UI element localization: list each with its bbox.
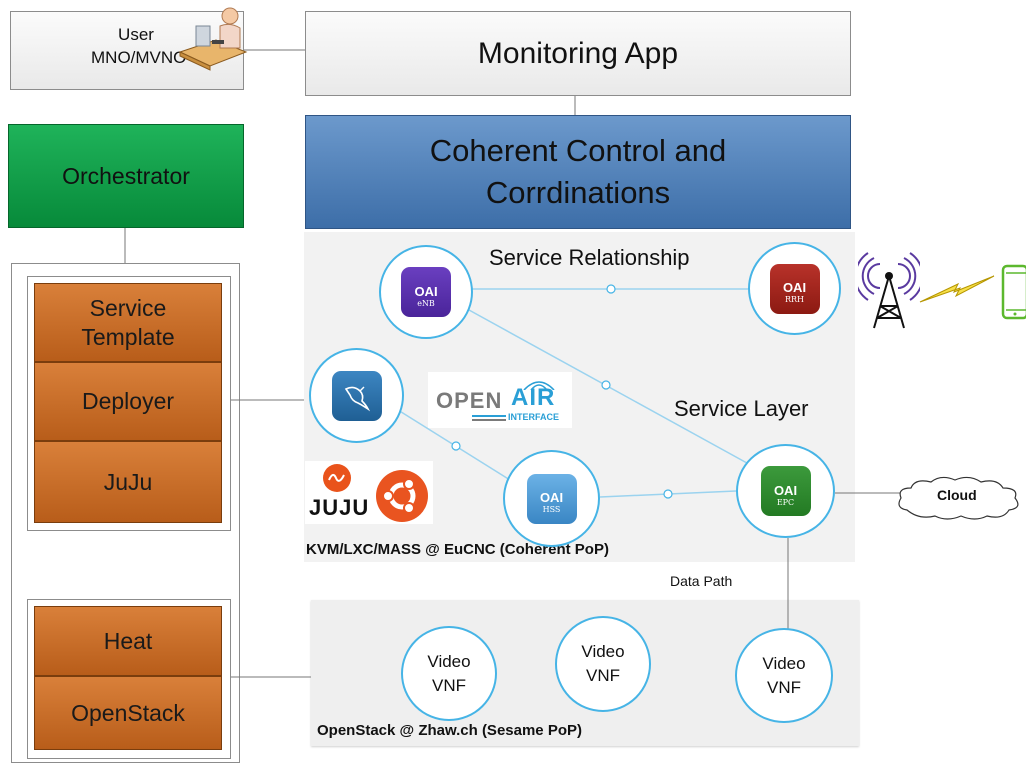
video-vnf-2-line2: VNF — [586, 666, 620, 685]
oai-epc-icon: OAI EPC — [760, 466, 811, 516]
juju-ubuntu-logo: JUJU — [305, 461, 433, 524]
user-desk-icon — [178, 7, 248, 71]
oai-enb-sub: eNB — [417, 298, 435, 308]
oai-enb-title: OAI — [414, 283, 438, 299]
oai-rrh-icon: OAI RRH — [769, 263, 820, 314]
service-template-line1: Service — [89, 294, 167, 321]
juju-label: JuJu — [103, 468, 153, 495]
oai-rrh-node: OAI RRH — [748, 242, 841, 335]
oai-enb-icon: OAI eNB — [401, 267, 451, 317]
service-template-block: Service Template — [34, 283, 222, 362]
service-relationship-label: Service Relationship — [489, 245, 690, 270]
openstack-block: OpenStack — [34, 676, 222, 750]
openstack-panel-footer: OpenStack @ Zhaw.ch (Sesame PoP) — [317, 722, 582, 739]
video-vnf-3: Video VNF — [735, 628, 833, 723]
deployer-block: Deployer — [34, 362, 222, 441]
video-vnf-1: Video VNF — [401, 626, 497, 721]
video-vnf-2-line1: Video — [581, 642, 625, 662]
oai-epc-node: OAI EPC — [736, 444, 835, 538]
mobile-phone-icon — [1001, 264, 1026, 320]
juju-logo-text: JUJU — [309, 495, 370, 520]
openair-interface-text: INTERFACE — [508, 412, 560, 422]
data-path-label: Data Path — [670, 573, 733, 589]
user-label: User — [118, 25, 154, 44]
openairinterface-logo: OPEN AIR INTERFACE — [428, 372, 572, 428]
oai-rrh-sub: RRH — [784, 295, 805, 304]
oai-hss-title: OAI — [539, 490, 564, 505]
orchestrator-box: Orchestrator — [8, 124, 244, 228]
monitoring-app-box: Monitoring App — [305, 11, 851, 96]
oai-epc-title: OAI — [773, 482, 798, 498]
juju-block: JuJu — [34, 441, 222, 523]
ubuntu-icon — [376, 470, 428, 522]
service-panel-footer: KVM/LXC/MASS @ EuCNC (Coherent PoP) — [306, 541, 609, 558]
user-role-label: MNO/MVNO — [91, 47, 187, 67]
juju-mark-icon — [323, 464, 351, 492]
mysql-icon — [331, 370, 382, 421]
cloud-icon — [898, 476, 1019, 520]
heat-label: Heat — [103, 627, 153, 654]
coherent-control-line1: Coherent Control and — [429, 133, 727, 169]
oai-hss-sub: HSS — [542, 505, 561, 514]
lightning-bolt-icon — [919, 275, 995, 303]
oai-epc-sub: EPC — [776, 497, 795, 507]
user-box: User MNO/MVNO — [10, 11, 244, 90]
deployer-label: Deployer — [81, 388, 175, 415]
orchestrator-label: Orchestrator — [62, 162, 190, 189]
openstack-label: OpenStack — [71, 699, 185, 726]
coherent-control-box: Coherent Control and Corrdinations — [305, 115, 851, 229]
coherent-control-line2: Corrdinations — [485, 175, 671, 210]
oai-enb-node: OAI eNB — [379, 245, 473, 339]
openair-open-text: OPEN — [436, 388, 503, 413]
monitoring-app-label: Monitoring App — [477, 36, 679, 70]
video-vnf-3-line2: VNF — [767, 677, 801, 697]
mysql-node — [309, 348, 404, 443]
service-layer-label: Service Layer — [674, 396, 809, 421]
antenna-tower-icon — [858, 252, 920, 329]
oai-hss-node: OAI HSS — [503, 450, 600, 547]
oai-hss-icon: OAI HSS — [526, 473, 577, 524]
video-vnf-3-line1: Video — [762, 653, 806, 673]
video-vnf-2: Video VNF — [555, 616, 651, 712]
oai-rrh-title: OAI — [782, 280, 807, 295]
cloud-label: Cloud — [937, 487, 977, 503]
video-vnf-1-line1: Video — [427, 651, 471, 671]
video-vnf-1-line2: VNF — [432, 675, 466, 695]
heat-block: Heat — [34, 606, 222, 676]
service-template-line2: Template — [81, 323, 175, 350]
